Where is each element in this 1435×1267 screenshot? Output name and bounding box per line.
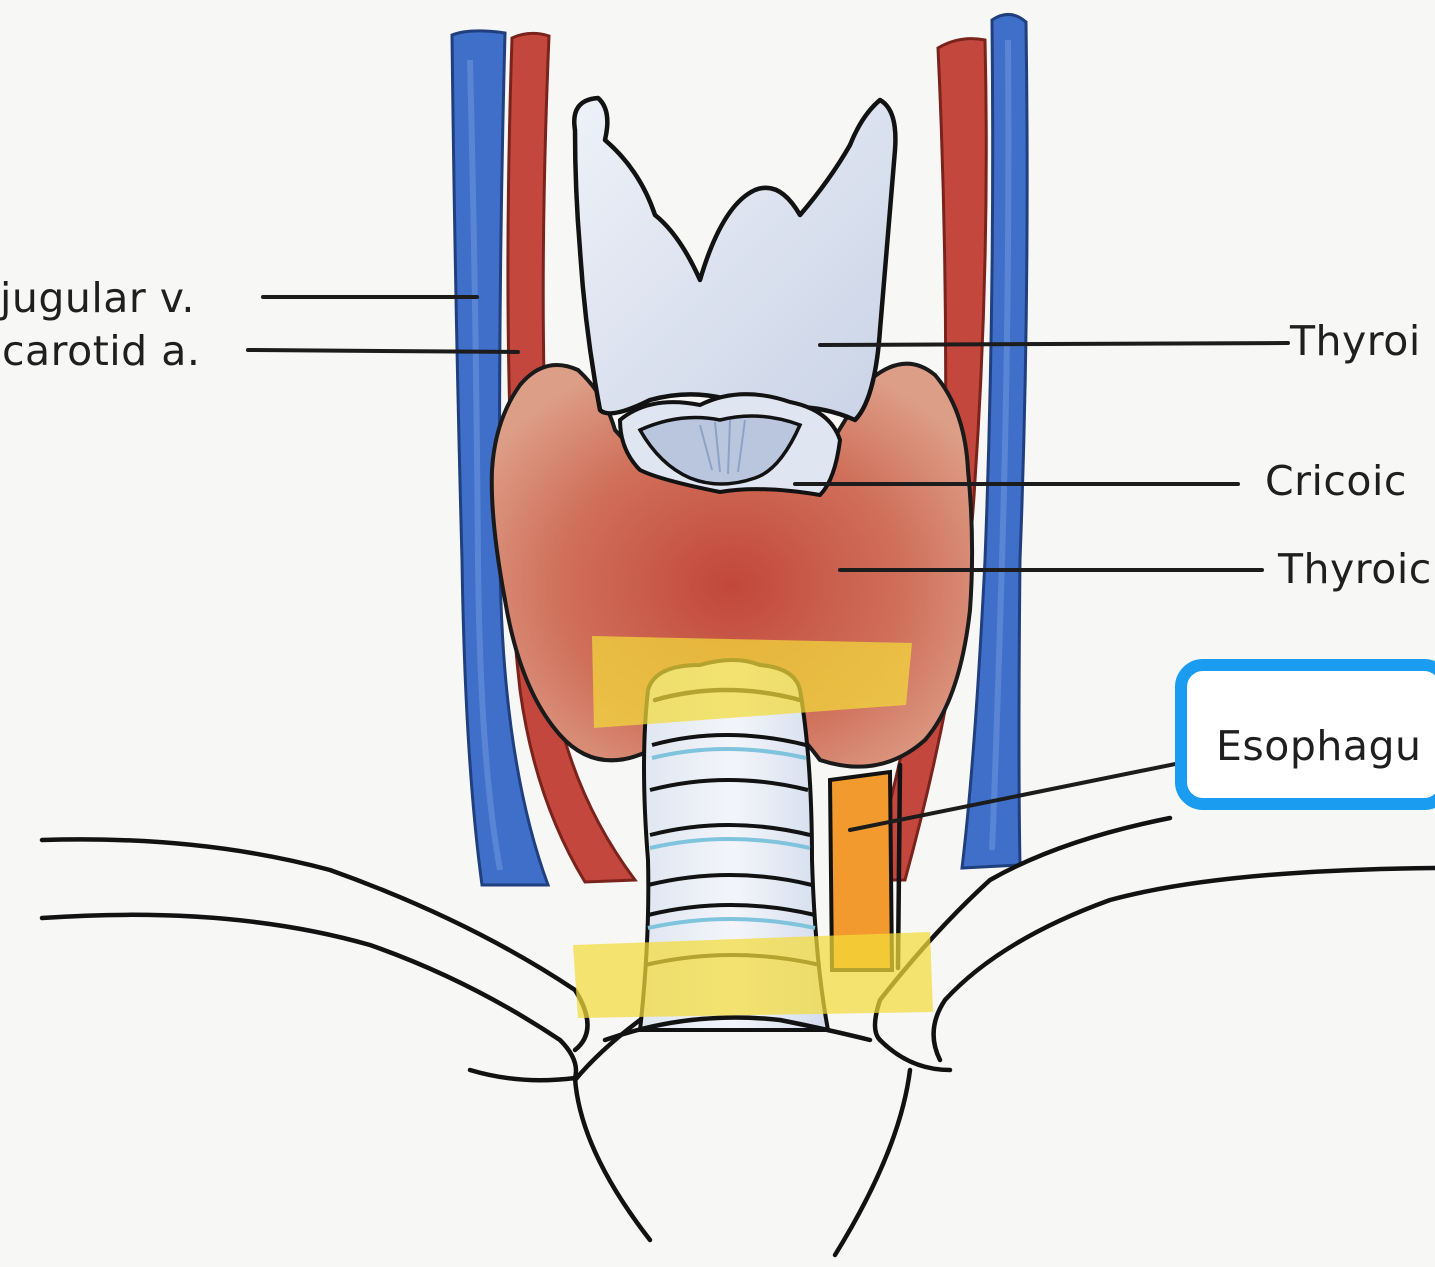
label-thyroid-cartilage: Thyroi (1289, 317, 1421, 365)
label-thyroid-gland: Thyroic (1277, 545, 1432, 593)
highlight-lower (573, 932, 933, 1018)
label-esophagus[interactable]: Esophagu (1216, 722, 1422, 770)
label-cricoid-cartilage: Cricoic (1265, 457, 1407, 505)
thyroid-cartilage (574, 98, 895, 420)
leader-carotid (248, 350, 518, 352)
label-jugular-vein: jugular v. (0, 274, 195, 322)
leader-thyroid-cartilage (820, 343, 1288, 345)
label-carotid-artery: carotid a. (2, 327, 200, 375)
